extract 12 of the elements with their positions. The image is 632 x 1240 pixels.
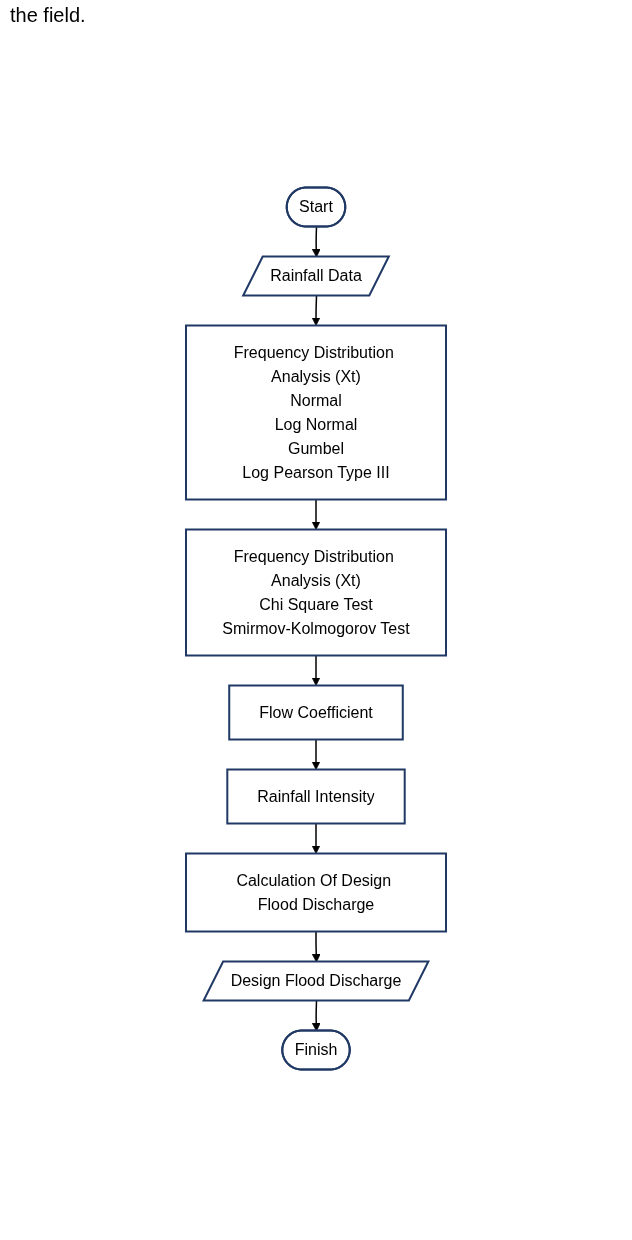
node-box: Flow Coefficient (228, 684, 404, 741)
node-box: Frequency Distribution Analysis (Xt) Normal Log Normal Gumbel Log Pearson Type III (185, 324, 447, 501)
node-box: Frequency Distribution Analysis (Xt) Chi Square Test Smirmov-Kolmogorov Test (185, 528, 447, 657)
node-box: Rainfall Intensity (226, 768, 406, 825)
node-box: Calculation Of Design Flood Discharge (185, 852, 447, 933)
arrow (311, 1000, 321, 1032)
arrow (311, 654, 321, 686)
arrow (311, 738, 321, 770)
arrow (311, 295, 321, 326)
note-text: the field. (10, 4, 87, 27)
arrow (311, 822, 321, 854)
arrow (311, 498, 321, 530)
